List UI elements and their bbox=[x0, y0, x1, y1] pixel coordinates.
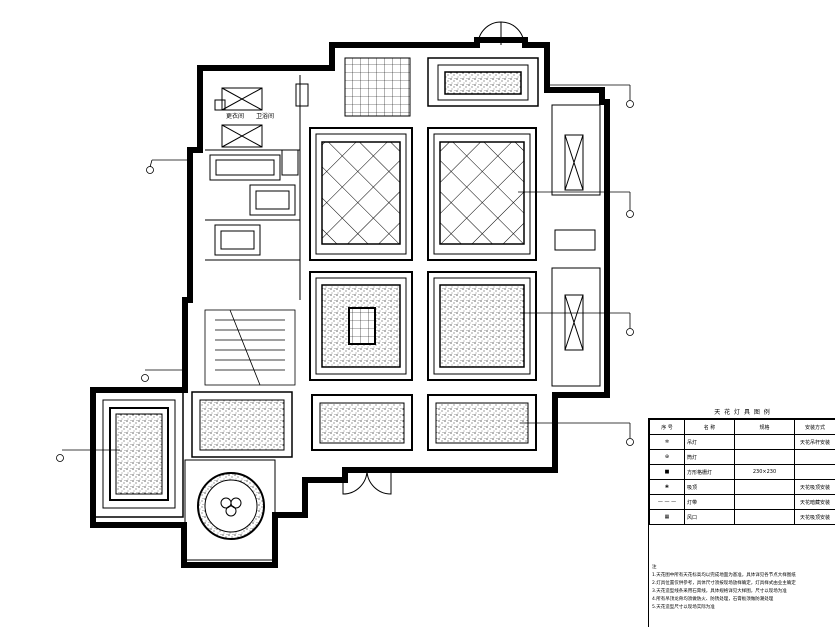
legend-name: 灯带 bbox=[685, 495, 735, 510]
notes-heading: 注 bbox=[652, 564, 832, 572]
stair-area bbox=[205, 310, 295, 385]
legend-header-row: 序 号 名 称 规格 安装方式 bbox=[650, 420, 835, 435]
legend-name: 吊灯 bbox=[685, 435, 735, 450]
legend-mount: 天花暗藏安装 bbox=[795, 495, 835, 510]
legend-row: ⊕ 筒灯 bbox=[650, 450, 835, 465]
legend-row: ❀ 吸顶 天花吸顶安装 bbox=[650, 480, 835, 495]
legend-spec: 230×230 bbox=[735, 465, 795, 480]
legend-mount: 天花吊杆安装 bbox=[795, 435, 835, 450]
room-label-2: 卫浴间 bbox=[256, 112, 274, 120]
strip-light-icon: — — — bbox=[658, 499, 676, 505]
chandelier-icon: ✲ bbox=[665, 439, 669, 445]
legend-row: ■ 方形格栅灯 230×230 bbox=[650, 465, 835, 480]
top-right-panel bbox=[428, 58, 538, 106]
legend-spec bbox=[735, 435, 795, 450]
panel-bottom-left bbox=[312, 395, 412, 450]
legend-header-name: 名 称 bbox=[685, 420, 735, 435]
legend-row: ▦ 风口 天花吸顶安装 bbox=[650, 510, 835, 525]
panel-bottom-right bbox=[428, 395, 536, 450]
panel-diamond-right bbox=[428, 128, 536, 260]
right-side-panels bbox=[552, 105, 600, 386]
vent-icon: ▦ bbox=[665, 514, 670, 520]
legend-header-no: 序 号 bbox=[650, 420, 685, 435]
upper-left-rooms bbox=[205, 75, 308, 300]
legend-notes: 注 1.天花图中所有天花标高均以完成地面为基准，具体详见各节点大样图纸 2.灯具… bbox=[652, 564, 832, 612]
note-line: 4.所有吊顶龙骨均须做防火、防锈处理，石膏板须做防潮处理 bbox=[652, 596, 832, 604]
entry-door-bottom bbox=[343, 470, 391, 494]
top-grid-room bbox=[345, 58, 410, 116]
legend-mount bbox=[795, 465, 835, 480]
legend-title: 天 花 灯 具 图 例 bbox=[649, 407, 835, 416]
legend-mount: 天花吸顶安装 bbox=[795, 510, 835, 525]
note-line: 2.灯具位置仅供参考，具体尺寸须按现场放样确定，灯具样式由业主确定 bbox=[652, 580, 832, 588]
panel-speckle-right bbox=[428, 272, 536, 380]
note-line: 5.天花造型尺寸以现场实际为准 bbox=[652, 604, 832, 612]
legend-row: — — — 灯带 天花暗藏安装 bbox=[650, 495, 835, 510]
panel-diamond-left bbox=[310, 128, 412, 260]
note-line: 1.天花图中所有天花标高均以完成地面为基准，具体详见各节点大样图纸 bbox=[652, 572, 832, 580]
legend-mount bbox=[795, 450, 835, 465]
room-label-1: 更衣间 bbox=[226, 112, 244, 120]
legend-spec bbox=[735, 450, 795, 465]
bottom-middle-room bbox=[192, 392, 292, 457]
legend-name: 吸顶 bbox=[685, 480, 735, 495]
legend-name: 方形格栅灯 bbox=[685, 465, 735, 480]
legend-header-spec: 规格 bbox=[735, 420, 795, 435]
bottom-left-room bbox=[95, 392, 183, 517]
note-line: 3.天花造型线条采用石膏线，具体规格详见大样图，尺寸以现场为准 bbox=[652, 588, 832, 596]
legend-spec bbox=[735, 495, 795, 510]
legend-spec bbox=[735, 510, 795, 525]
panel-speckle-left bbox=[310, 272, 412, 380]
legend-name: 风口 bbox=[685, 510, 735, 525]
legend-spec bbox=[735, 480, 795, 495]
legend-mount: 天花吸顶安装 bbox=[795, 480, 835, 495]
legend-table: 序 号 名 称 规格 安装方式 ✲ 吊灯 天花吊杆安装 ⊕ 筒灯 ■ 方形格栅灯… bbox=[649, 419, 835, 525]
legend-row: ✲ 吊灯 天花吊杆安装 bbox=[650, 435, 835, 450]
grille-icon: ■ bbox=[665, 469, 670, 475]
lighting-legend: 天 花 灯 具 图 例 序 号 名 称 规格 安装方式 ✲ 吊灯 天花吊杆安装 … bbox=[648, 418, 835, 627]
ceiling-lamp-icon: ❀ bbox=[665, 484, 669, 490]
downlight-icon: ⊕ bbox=[665, 454, 669, 460]
legend-header-mount: 安装方式 bbox=[795, 420, 835, 435]
legend-name: 筒灯 bbox=[685, 450, 735, 465]
round-foyer bbox=[185, 460, 275, 560]
